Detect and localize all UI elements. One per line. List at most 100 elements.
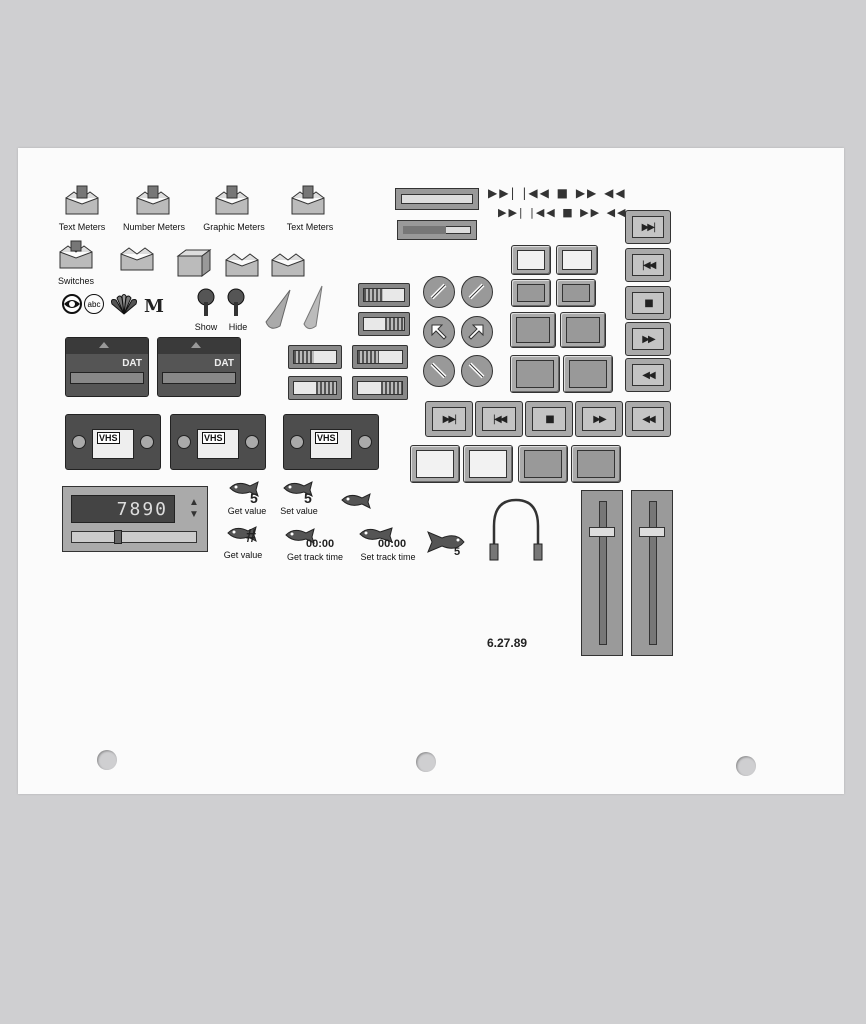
fish-icon[interactable] bbox=[358, 524, 394, 549]
stop-icon: ■ bbox=[631, 291, 665, 315]
rect-button[interactable] bbox=[463, 445, 513, 483]
get-value-label: Get value bbox=[223, 550, 263, 560]
rect-button[interactable] bbox=[560, 312, 606, 348]
binder-hole bbox=[416, 752, 436, 772]
dat-label: DAT bbox=[214, 358, 234, 369]
dial-knob[interactable] bbox=[461, 355, 493, 387]
rect-button[interactable] bbox=[563, 355, 613, 393]
fast-forward-icon: ▶▶ bbox=[581, 407, 617, 431]
tree-hide-icon[interactable] bbox=[224, 288, 248, 323]
rect-button[interactable] bbox=[510, 312, 556, 348]
vhs-cassette[interactable]: VHS bbox=[283, 414, 379, 470]
box-label: Text Meters bbox=[58, 222, 106, 232]
stop-glyph[interactable]: ■ bbox=[556, 186, 570, 200]
vhs-label: VHS bbox=[315, 432, 338, 444]
mtv-text: M bbox=[144, 296, 164, 317]
vhs-cassette[interactable]: VHS bbox=[170, 414, 266, 470]
dial-knob[interactable] bbox=[423, 276, 455, 308]
prev-track-glyph[interactable]: |◀◀ bbox=[522, 186, 551, 200]
fast-forward-button[interactable]: ▶▶ bbox=[625, 322, 671, 356]
fish-time: 00:00 bbox=[306, 538, 335, 550]
fader-cap[interactable] bbox=[639, 527, 665, 537]
rew-glyph[interactable]: ◀◀ bbox=[604, 186, 627, 200]
open-box-icon[interactable] bbox=[117, 240, 157, 272]
open-box-icon[interactable] bbox=[56, 238, 96, 270]
box-label: Switches bbox=[57, 276, 94, 286]
dial-knob[interactable] bbox=[461, 276, 493, 308]
open-box-icon[interactable] bbox=[222, 246, 262, 278]
volume-fader[interactable] bbox=[631, 490, 673, 656]
stop-button[interactable]: ■ bbox=[525, 401, 573, 437]
volume-fader[interactable] bbox=[581, 490, 623, 656]
nbc-peacock-logo bbox=[108, 294, 140, 321]
rect-button[interactable] bbox=[571, 445, 621, 483]
headphones-icon[interactable] bbox=[486, 496, 546, 569]
arrow-knob[interactable] bbox=[461, 316, 493, 348]
prev-track-icon: |◀◀ bbox=[631, 253, 665, 277]
dat-cassette[interactable]: DAT bbox=[65, 337, 149, 397]
ffwd-glyph[interactable]: ▶▶ bbox=[575, 186, 599, 200]
rect-button[interactable] bbox=[511, 245, 551, 275]
rect-button[interactable] bbox=[510, 355, 560, 393]
fish-time: 00:00 bbox=[378, 538, 407, 550]
spotlight-icon bbox=[300, 284, 326, 337]
toggle-switch[interactable] bbox=[288, 345, 342, 369]
stop-button[interactable]: ■ bbox=[625, 286, 671, 320]
fish-icon[interactable] bbox=[282, 478, 314, 503]
fish-hash: # bbox=[246, 526, 257, 546]
transport-glyphs-row: ▶▶| |◀◀ ■ ▶▶ ◀◀ bbox=[488, 186, 627, 200]
rect-button[interactable] bbox=[556, 279, 596, 307]
progress-bar-full bbox=[395, 188, 479, 210]
hide-label: Hide bbox=[228, 322, 248, 332]
vhs-cassette[interactable]: VHS bbox=[65, 414, 161, 470]
next-track-glyph[interactable]: ▶▶| bbox=[488, 186, 517, 200]
counter-value: 7890 bbox=[116, 498, 168, 520]
rewind-button[interactable]: ◀◀ bbox=[625, 401, 671, 437]
rewind-icon: ◀◀ bbox=[631, 407, 665, 431]
fader-cap[interactable] bbox=[589, 527, 615, 537]
rew-glyph[interactable]: ◀◀ bbox=[606, 206, 628, 219]
fish-icon[interactable] bbox=[228, 478, 260, 503]
fast-forward-button[interactable]: ▶▶ bbox=[575, 401, 623, 437]
fish-icon[interactable] bbox=[226, 523, 258, 548]
counter-stepper-icon[interactable]: ▲▼ bbox=[189, 497, 199, 520]
next-track-button[interactable]: ▶▶| bbox=[625, 210, 671, 244]
fish-icon[interactable] bbox=[284, 525, 316, 550]
open-box-icon[interactable] bbox=[62, 184, 102, 216]
tree-show-icon[interactable] bbox=[194, 288, 218, 323]
open-box-icon[interactable] bbox=[133, 184, 173, 216]
rewind-button[interactable]: ◀◀ bbox=[625, 358, 671, 392]
prev-track-glyph[interactable]: |◀◀ bbox=[530, 206, 557, 219]
cbs-eye-logo bbox=[62, 294, 82, 319]
toggle-switch[interactable] bbox=[352, 345, 408, 369]
transport-glyphs-row: ▶▶| |◀◀ ■ ▶▶ ◀◀ bbox=[498, 206, 628, 219]
box-label: Text Meters bbox=[286, 222, 334, 232]
spotlight-icon bbox=[262, 288, 294, 337]
arrow-knob[interactable] bbox=[423, 316, 455, 348]
open-box-icon[interactable] bbox=[288, 184, 328, 216]
slider-thumb[interactable] bbox=[114, 530, 122, 544]
dat-cassette[interactable]: DAT bbox=[157, 337, 241, 397]
fish-icon[interactable] bbox=[424, 530, 466, 559]
get-value-label: Get value bbox=[227, 506, 267, 516]
toggle-switch[interactable] bbox=[288, 376, 342, 400]
stop-glyph[interactable]: ■ bbox=[562, 206, 575, 219]
prev-track-button[interactable]: |◀◀ bbox=[625, 248, 671, 282]
prev-track-button[interactable]: |◀◀ bbox=[475, 401, 523, 437]
closed-box-icon[interactable] bbox=[174, 246, 214, 278]
open-box-icon[interactable] bbox=[212, 184, 252, 216]
fish-icon[interactable] bbox=[340, 490, 372, 515]
counter-slider[interactable] bbox=[71, 530, 197, 544]
toggle-switch[interactable] bbox=[358, 283, 410, 307]
next-track-glyph[interactable]: ▶▶| bbox=[498, 206, 525, 219]
open-box-icon[interactable] bbox=[268, 246, 308, 278]
ffwd-glyph[interactable]: ▶▶ bbox=[580, 206, 602, 219]
rect-button[interactable] bbox=[511, 279, 551, 307]
next-track-button[interactable]: ▶▶| bbox=[425, 401, 473, 437]
rect-button[interactable] bbox=[518, 445, 568, 483]
toggle-switch[interactable] bbox=[358, 312, 410, 336]
dial-knob[interactable] bbox=[423, 355, 455, 387]
rect-button[interactable] bbox=[556, 245, 598, 275]
rect-button[interactable] bbox=[410, 445, 460, 483]
toggle-switch[interactable] bbox=[352, 376, 408, 400]
